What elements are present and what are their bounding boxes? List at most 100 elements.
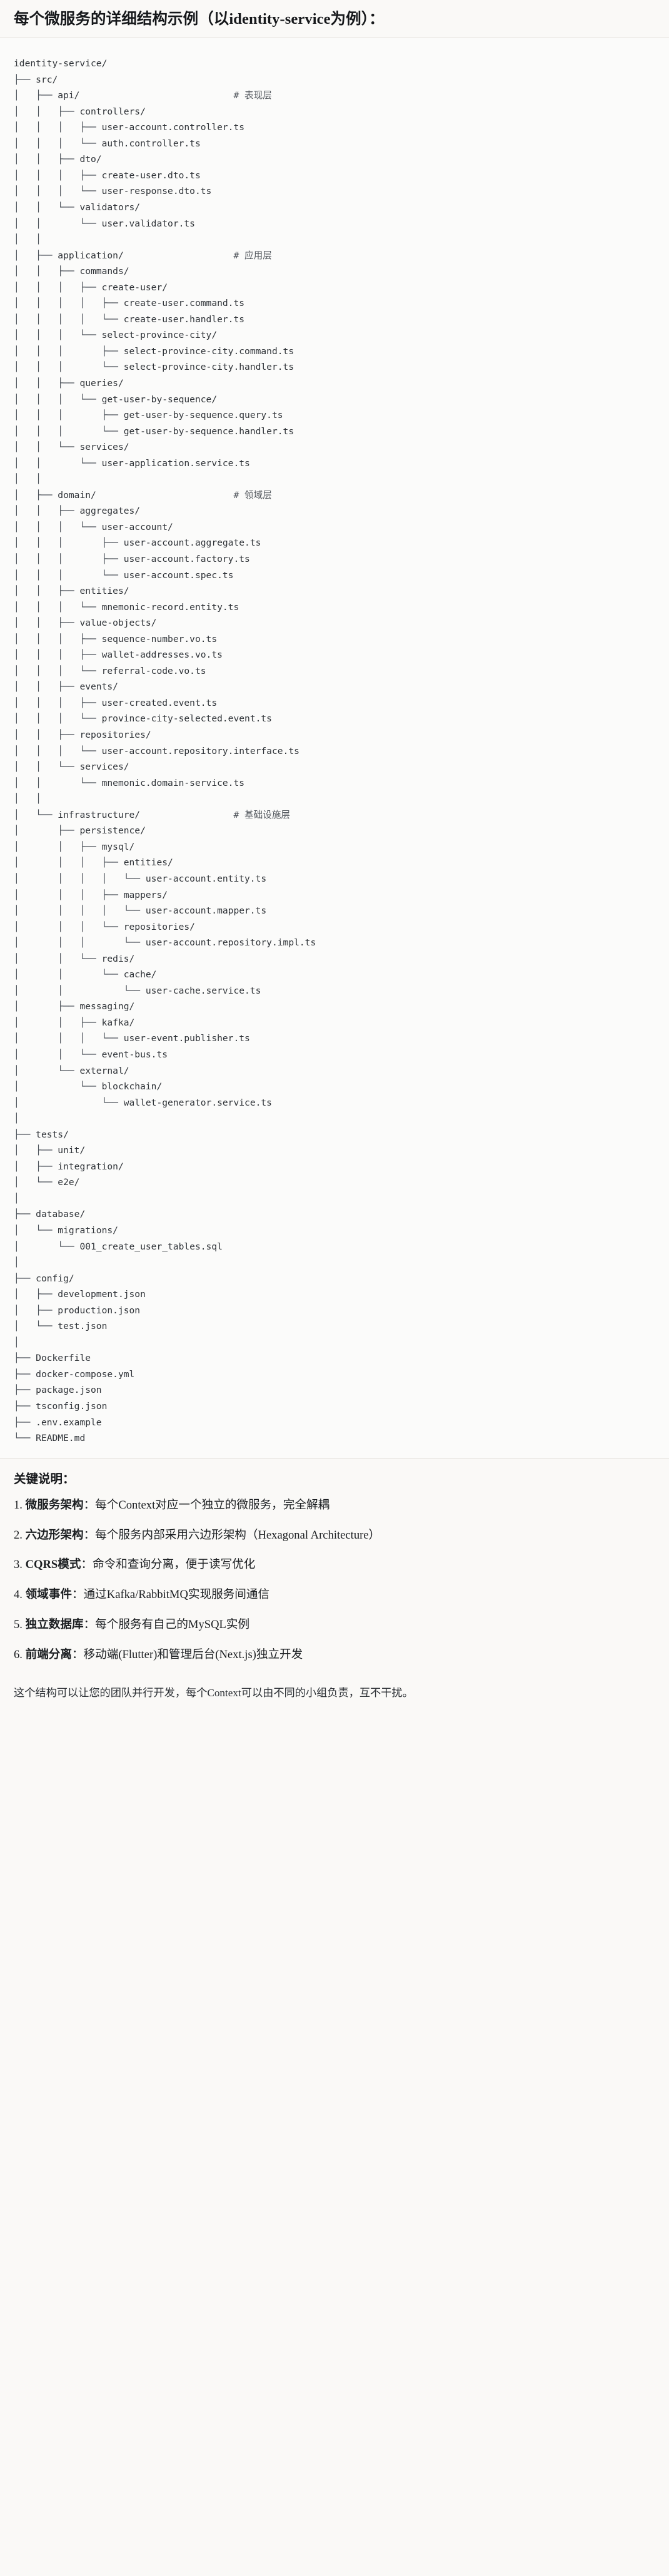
tree-row: │ │ │ └── user-account.repository.interf…	[14, 743, 655, 760]
tree-row: │ │ │ │ ├── create-user.command.ts	[14, 295, 655, 312]
key-note-number: 1.	[14, 1498, 26, 1512]
tree-node-label: create-user.handler.ts	[123, 313, 245, 325]
tree-node-label: api/	[58, 90, 80, 101]
tree-node-label: dto/	[79, 154, 102, 165]
tree-branch-glyph: │ │ │ ├──	[14, 697, 102, 708]
tree-node-label: test.json	[58, 1321, 108, 1332]
key-note-item: 4. 领域事件：通过Kafka/RabbitMQ实现服务间通信	[14, 1586, 655, 1604]
tree-row: │ │ │ ├── select-province-city.command.t…	[14, 344, 655, 360]
tree-row: │ └── e2e/	[14, 1174, 655, 1191]
tree-row: │ │ ├── value-objects/	[14, 615, 655, 631]
tree-branch-glyph: │ │ └──	[14, 218, 102, 229]
tree-node-label: package.json	[36, 1385, 102, 1396]
tree-row: │ │ │ ├── create-user.dto.ts	[14, 168, 655, 184]
tree-layer-comment: # 表现层	[233, 90, 272, 101]
tree-node-label: user-account.entity.ts	[145, 873, 267, 884]
tree-node-label: config/	[36, 1273, 74, 1284]
tree-row: │ └── blockchain/	[14, 1079, 655, 1095]
tree-row: │ │ │ ├── user-account.aggregate.ts	[14, 535, 655, 551]
tree-row: │ │ ├── controllers/	[14, 104, 655, 120]
tree-branch-glyph: │ │ └──	[14, 761, 80, 773]
tree-branch-glyph: │ ├──	[14, 1145, 58, 1156]
key-note-number: 3.	[14, 1558, 26, 1572]
tree-row: │	[14, 1111, 655, 1127]
tree-row: │ └── external/	[14, 1063, 655, 1079]
tree-node-label: Dockerfile	[36, 1353, 91, 1364]
tree-branch-glyph: │ │ │ ├──	[14, 889, 124, 900]
tree-node-label: user-account.spec.ts	[123, 569, 234, 581]
tree-row: │ │ ├── queries/	[14, 375, 655, 392]
tree-branch-glyph: │ │ └──	[14, 969, 124, 980]
tree-node-label: docker-compose.yml	[36, 1368, 135, 1380]
tree-comment-gap	[124, 250, 234, 261]
tree-branch-glyph: ├──	[14, 1129, 36, 1140]
tree-branch-glyph: ├──	[14, 1353, 36, 1364]
tree-node-label: entities/	[123, 857, 173, 868]
tree-row: ├── tests/	[14, 1127, 655, 1143]
tree-row: │ │	[14, 471, 655, 487]
tree-node-label: 001_create_user_tables.sql	[79, 1241, 223, 1252]
tree-branch-glyph: │ │ ├──	[14, 618, 80, 629]
tree-node-label: e2e/	[58, 1177, 80, 1188]
tree-row: │ │ │ ├── get-user-by-sequence.query.ts	[14, 407, 655, 424]
tree-node-label: events/	[79, 681, 118, 693]
tree-row: ├── database/	[14, 1206, 655, 1223]
tree-branch-glyph: ├──	[14, 1209, 36, 1220]
tree-row: │ │ │ ├── mappers/	[14, 887, 655, 904]
tree-node-label: mnemonic.domain-service.ts	[101, 777, 245, 788]
tree-node-label: controllers/	[79, 106, 146, 117]
tree-node-label: user-event.publisher.ts	[123, 1033, 250, 1044]
tree-branch-glyph: │ │ │ └──	[14, 362, 124, 373]
key-note-item: 2. 六边形架构：每个服务内部采用六边形架构（Hexagonal Archite…	[14, 1527, 655, 1544]
tree-layer-comment: # 应用层	[233, 250, 272, 261]
tree-node-label: domain/	[58, 489, 96, 501]
tree-branch-glyph: │ │ │ └──	[14, 186, 102, 197]
key-note-description: ：通过Kafka/RabbitMQ实现服务间通信	[71, 1588, 270, 1602]
tree-branch-glyph: │ │ │ │ └──	[14, 873, 146, 884]
tree-comment-gap	[140, 810, 233, 820]
tree-branch-glyph: │ │ │ └──	[14, 330, 102, 341]
tree-node-label: user-account/	[101, 521, 173, 532]
tree-branch-glyph: │ │ │ └──	[14, 425, 124, 437]
tree-row: ├── src/	[14, 72, 655, 88]
tree-branch-glyph: │ │ │ └──	[14, 601, 102, 613]
tree-branch-glyph: │ │ │ └──	[14, 138, 102, 149]
tree-node-label: cache/	[123, 969, 157, 980]
tree-branch-glyph: │ ├──	[14, 90, 58, 101]
tree-branch-glyph: │ │ │ └──	[14, 394, 102, 405]
tree-bottom-divider	[0, 1457, 669, 1459]
tree-branch-glyph: │ │ │ ├──	[14, 122, 102, 133]
tree-node-label: wallet-generator.service.ts	[123, 1097, 272, 1108]
tree-node-label: create-user/	[101, 282, 168, 293]
tree-branch-glyph: │ │ │ └──	[14, 665, 102, 676]
tree-row: │ │ │ ├── user-account.controller.ts	[14, 120, 655, 136]
tree-branch-glyph: │ │	[14, 474, 41, 485]
tree-node-label: integration/	[58, 1161, 124, 1172]
tree-row: ├── Dockerfile	[14, 1350, 655, 1367]
key-note-item: 6. 前端分离：移动端(Flutter)和管理后台(Next.js)独立开发	[14, 1646, 655, 1664]
tree-branch-glyph: └──	[14, 1433, 36, 1444]
tree-branch-glyph: │ ├──	[14, 1001, 80, 1012]
tree-branch-glyph: │ │ ├──	[14, 730, 80, 741]
tree-branch-glyph: │ └──	[14, 1097, 124, 1108]
tree-branch-glyph: │ │ ├──	[14, 681, 80, 693]
tree-node-label: queries/	[79, 378, 124, 389]
tree-branch-glyph: │ │ │ ├──	[14, 410, 124, 421]
tree-node-label: kafka/	[101, 1017, 135, 1028]
tree-node-label: select-province-city.command.ts	[123, 345, 294, 357]
tree-node-label: development.json	[58, 1289, 146, 1300]
directory-tree-block: identity-service/ ├── src/ │ ├── api/ # …	[0, 38, 669, 1458]
tree-node-label: services/	[79, 761, 129, 773]
tree-row: │ ├── application/ # 应用层	[14, 248, 655, 264]
tree-row: ├── .env.example	[14, 1415, 655, 1431]
key-note-term: 微服务架构	[25, 1498, 84, 1512]
key-note-item: 5. 独立数据库：每个服务有自己的MySQL实例	[14, 1616, 655, 1634]
tree-row: │ │ ├── dto/	[14, 151, 655, 168]
tree-row: │ ├── messaging/	[14, 999, 655, 1015]
tree-layer-comment: # 基础设施层	[233, 809, 291, 820]
tree-row: │ │ ├── entities/	[14, 583, 655, 599]
tree-node-label: README.md	[36, 1433, 86, 1444]
directory-tree: identity-service/ ├── src/ │ ├── api/ # …	[14, 56, 655, 1447]
key-note-term: CQRS模式	[25, 1558, 81, 1572]
tree-row: │ │ │ ├── sequence-number.vo.ts	[14, 631, 655, 648]
